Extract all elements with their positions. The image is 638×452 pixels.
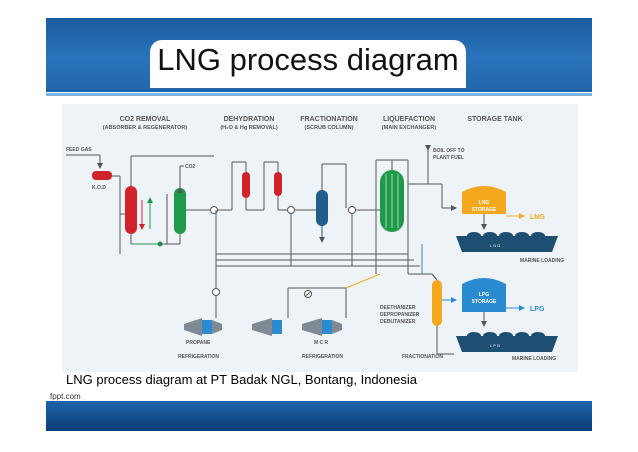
lng-carrier-dome-1 <box>467 232 481 240</box>
lng-carrier-text: L N G <box>490 243 500 248</box>
lng-storage-label-1: LNG <box>479 200 490 206</box>
lng-carrier-dome-5 <box>531 232 545 240</box>
lng-carrier-dome-3 <box>499 232 513 240</box>
stage-co2-removal-sub: (ABSORBER & REGENERATOR) <box>103 125 188 131</box>
lpg-carrier-text: L P G <box>490 343 500 348</box>
lpg-carrier-dome-4 <box>515 332 529 340</box>
lpg-product-label: LPG <box>530 306 545 313</box>
lpg-carrier-dome-1 <box>467 332 481 340</box>
mcr-compressor-1 <box>252 318 272 336</box>
co2-regenerator <box>174 188 186 234</box>
stage-fractionation-sub: (SCRUB COLUMN) <box>305 125 354 131</box>
stage-liquefaction: LIQUEFACTION <box>383 116 435 123</box>
exchanger-2 <box>287 206 295 214</box>
propane-compressor-2 <box>212 320 222 334</box>
lpg-storage-tank <box>462 278 506 312</box>
propane-label: PROPANE <box>186 340 211 346</box>
mcr-compressor-3 <box>332 320 342 334</box>
co2-label: CO2 <box>185 164 196 170</box>
fractionation-bottom-label: FRACTIONATION <box>402 354 443 360</box>
mcr-valve <box>304 290 312 298</box>
lpg-storage-label-2: STORAGE <box>472 299 497 305</box>
boil-off-label-1: BOIL OFF TO <box>433 148 465 154</box>
marine-loading-label-1: MARINE LOADING <box>520 258 564 264</box>
diagram-caption: LNG process diagram at PT Badak NGL, Bon… <box>66 372 417 387</box>
lng-storage-label-2: STORAGE <box>472 207 497 213</box>
propane-driver-1 <box>202 320 212 334</box>
dryer-2 <box>274 172 282 196</box>
footer-watermark: fppt.com <box>50 392 81 401</box>
lng-process-diagram: CO2 REMOVAL (ABSORBER & REGENERATOR) DEH… <box>62 104 578 372</box>
boil-off-label-2: PLANT FUEL <box>433 155 464 161</box>
exchanger-3 <box>348 206 356 214</box>
stage-liquefaction-sub: (MAIN EXCHANGER) <box>382 125 437 131</box>
title-background <box>150 40 466 88</box>
stage-storage-tank: STORAGE TANK <box>467 116 522 123</box>
lpg-storage-label-1: LPG <box>479 292 489 298</box>
propane-compressor-1 <box>184 318 202 336</box>
title-underline <box>46 93 592 96</box>
stage-co2-removal: CO2 REMOVAL <box>120 116 172 123</box>
debutanizer-label: DEBUTANIZER <box>380 319 416 325</box>
deethanizer-label: DEETHANIZER <box>380 305 416 311</box>
lpg-feed-line <box>345 273 381 289</box>
mcr-driver-2 <box>322 320 332 334</box>
kod-drum <box>92 171 112 180</box>
lng-storage-tank <box>462 186 506 214</box>
footer-band <box>46 401 592 431</box>
frac-in <box>431 273 438 281</box>
stage-dehydration: DEHYDRATION <box>224 116 275 123</box>
fractionation-column <box>432 280 442 326</box>
lpg-carrier <box>456 336 558 352</box>
mcr-driver-1 <box>272 320 282 334</box>
stage-fractionation: FRACTIONATION <box>300 116 357 123</box>
mcr-compressor-2 <box>302 318 322 336</box>
propane-cooler <box>212 288 220 296</box>
lng-product-label: LNG <box>530 214 545 221</box>
refrigeration-label-2: REFRIGERATION <box>302 354 343 360</box>
dryer-1 <box>242 172 250 198</box>
diagram-svg: CO2 REMOVAL (ABSORBER & REGENERATOR) DEH… <box>66 116 564 362</box>
refrigeration-label-1: REFRIGERATION <box>178 354 219 360</box>
lpg-carrier-dome-3 <box>499 332 513 340</box>
co2-absorber <box>125 186 137 234</box>
stage-dehydration-sub: (H₂O & Hg REMOVAL) <box>220 125 278 131</box>
feed-gas-label: FEED GAS <box>66 147 92 153</box>
lpg-carrier-dome-2 <box>483 332 497 340</box>
lng-carrier <box>456 236 558 252</box>
lpg-carrier-dome-5 <box>531 332 545 340</box>
lng-carrier-dome-4 <box>515 232 529 240</box>
marine-loading-label-2: MARINE LOADING <box>512 356 556 362</box>
mcr-label: M C R <box>314 340 329 346</box>
lng-carrier-dome-2 <box>483 232 497 240</box>
scrub-column <box>316 190 328 226</box>
slide-title: LNG process diagram <box>157 42 459 77</box>
depropanizer-label: DEPROPANIZER <box>380 312 420 318</box>
kod-label: K.O.D <box>92 185 106 191</box>
